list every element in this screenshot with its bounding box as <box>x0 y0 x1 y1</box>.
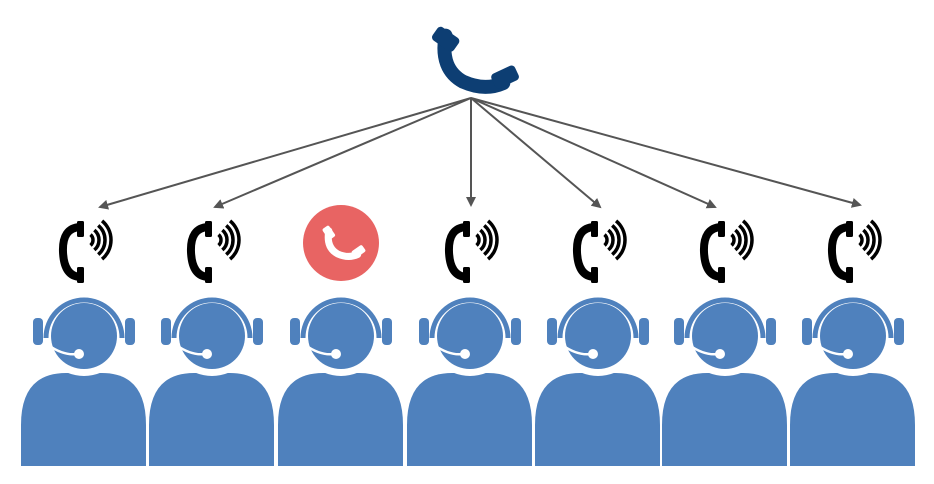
ringing-phone-icon <box>186 219 241 283</box>
ringing-phone-icon <box>699 219 754 283</box>
agent <box>149 219 274 466</box>
agent <box>21 219 146 466</box>
ringing-phone-icon <box>827 219 882 283</box>
agent-headset-icon <box>407 290 532 466</box>
agent <box>662 219 787 466</box>
ringing-phone-icon <box>444 219 499 283</box>
agent-headset-icon <box>278 290 403 466</box>
answered-call-icon <box>303 205 379 281</box>
ringing-phone-icon <box>58 219 113 283</box>
agent-headset-icon <box>149 290 274 466</box>
source-phone-icon <box>431 26 519 94</box>
call-arrow <box>98 97 472 210</box>
agent-headset-icon <box>790 290 915 466</box>
agent-headset-icon <box>535 290 660 466</box>
ringing-phone-icon <box>572 219 627 283</box>
agent <box>790 219 915 466</box>
call-arrow <box>213 97 472 209</box>
agents <box>21 205 915 466</box>
agent <box>278 205 403 466</box>
agent <box>535 219 660 466</box>
call-arrow <box>470 97 717 209</box>
agent-headset-icon <box>21 290 146 466</box>
call-arrow <box>470 97 602 209</box>
arrows <box>98 97 862 210</box>
agent-headset-icon <box>662 290 787 466</box>
agent <box>407 219 532 466</box>
call-arrow <box>470 97 862 208</box>
